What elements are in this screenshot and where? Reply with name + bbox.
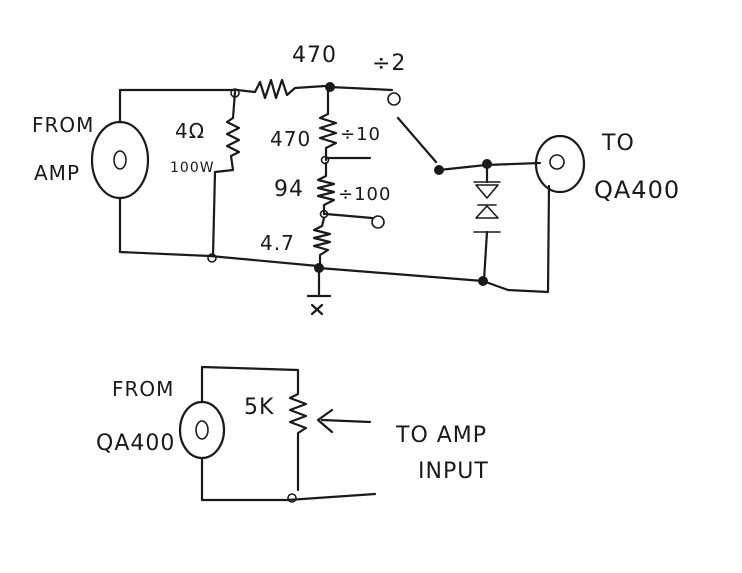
tap-div100-contact [371, 215, 385, 229]
wire-return [317, 184, 551, 294]
wire-qa400-bottom [200, 456, 377, 502]
to-amp-input-label-1: TO AMP [395, 423, 487, 448]
ground-symbol [306, 268, 332, 316]
load-resistor-value: 4Ω [175, 119, 205, 143]
from-amp-connector [90, 120, 150, 200]
from-amp-label-1: FROM [32, 113, 94, 137]
tap-div10-label: ÷10 [340, 124, 381, 145]
tap-div100-label: ÷100 [338, 184, 391, 205]
from-qa400-connector [178, 400, 226, 460]
potentiometer-value: 5K [244, 395, 274, 420]
wire-qa400-top [200, 365, 300, 404]
divider-resistor-4-7 [312, 216, 332, 268]
to-amp-input-label-2: INPUT [418, 459, 489, 484]
series-resistor [235, 78, 327, 100]
wire-tap-div2 [328, 85, 394, 92]
series-resistor-value: 470 [292, 43, 337, 68]
divider-94-value: 94 [274, 177, 304, 202]
divider-4-7-value: 4.7 [260, 231, 295, 255]
potentiometer [288, 368, 308, 492]
tap-div2-contact [387, 92, 401, 106]
potentiometer-wiper-arrow [316, 408, 334, 434]
node-load-top [230, 88, 240, 98]
to-qa400-label-2: QA400 [594, 176, 680, 204]
load-resistor-power: 100W [170, 160, 215, 176]
from-qa400-label-1: FROM [112, 377, 174, 401]
potentiometer-wiper [320, 418, 372, 424]
divider-resistor-94 [316, 161, 336, 216]
from-amp-label-2: AMP [34, 161, 80, 185]
wire-tap-div100 [324, 212, 374, 220]
load-resistor [211, 90, 241, 258]
wire-amp-bottom [118, 196, 320, 268]
divider-resistor-470 [318, 88, 338, 162]
divider-470-value: 470 [270, 127, 311, 151]
to-qa400-label-1: TO [601, 131, 635, 156]
tap-div2-label: ÷2 [372, 51, 406, 76]
wire-amp-top [118, 88, 237, 124]
node-pot-bottom [287, 493, 297, 503]
switch-wiper [396, 116, 438, 164]
node-load-bottom [207, 253, 217, 263]
to-qa400-connector [534, 134, 586, 194]
from-qa400-label-2: QA400 [96, 431, 175, 456]
protection-diodes [473, 162, 501, 282]
